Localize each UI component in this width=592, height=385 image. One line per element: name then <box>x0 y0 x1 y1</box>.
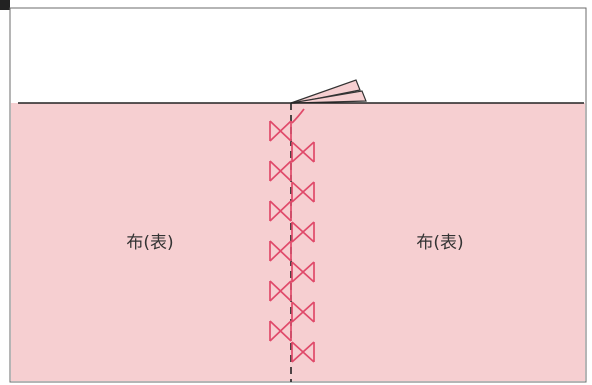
diagram-frame <box>9 7 587 383</box>
cross-stitch-left <box>269 320 292 342</box>
cross-stitch-right <box>291 141 315 163</box>
cross-stitch-left <box>269 160 292 182</box>
cross-stitches <box>269 120 315 363</box>
cross-stitch-right <box>291 181 315 203</box>
fabric-label-left: 布(表) <box>126 233 173 253</box>
fabric-label-right: 布(表) <box>416 233 463 253</box>
cross-stitch-left <box>269 120 292 142</box>
cross-stitch-left <box>269 240 292 262</box>
fabric-area <box>11 103 585 381</box>
seam-allowance-flap <box>290 79 367 104</box>
cross-stitch-right <box>291 341 315 363</box>
thread-tail <box>291 108 305 124</box>
cross-stitch-right <box>291 261 315 283</box>
cross-stitch-left <box>269 280 292 302</box>
figure-marker <box>0 0 10 10</box>
cross-stitch-right <box>291 221 315 243</box>
cross-stitch-left <box>269 200 292 222</box>
cross-stitch-right <box>291 301 315 323</box>
